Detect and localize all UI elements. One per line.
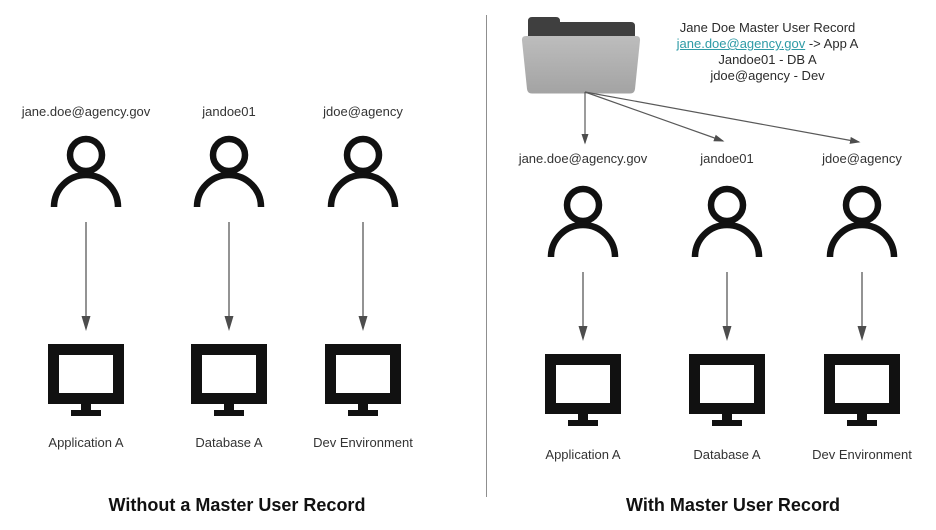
master-record-line4: jdoe@agency - Dev — [710, 68, 825, 83]
right-system-label-3: Dev Environment — [812, 447, 912, 462]
down-arrow — [224, 222, 234, 331]
monitor-icon — [325, 344, 401, 416]
user-icon — [48, 134, 124, 210]
master-record-email-link[interactable]: jane.doe@agency.gov — [676, 36, 806, 51]
panel-divider-line — [486, 15, 487, 497]
master-record-line2-suffix: -> App A — [805, 36, 859, 51]
left-system-label-2: Database A — [195, 435, 263, 450]
down-arrow — [722, 272, 732, 341]
user-icon — [824, 184, 900, 260]
right-account-label-1: jane.doe@agency.gov — [518, 151, 648, 166]
down-arrow — [358, 222, 368, 331]
monitor-icon — [48, 344, 124, 416]
right-account-label-3: jdoe@agency — [822, 151, 902, 166]
folder-icon — [521, 17, 641, 94]
monitor-icon — [689, 354, 765, 426]
master-record-line3: Jandoe01 - DB A — [718, 52, 817, 67]
user-icon — [191, 134, 267, 210]
left-panel-title: Without a Master User Record — [108, 495, 366, 515]
user-icon — [325, 134, 401, 210]
monitor-icon — [191, 344, 267, 416]
left-system-label-3: Dev Environment — [313, 435, 413, 450]
master-record-text: Jane Doe Master User Record jane.doe@age… — [645, 20, 890, 84]
left-account-label-2: jandoe01 — [202, 104, 256, 119]
monitor-icon — [545, 354, 621, 426]
left-system-label-1: Application A — [48, 435, 124, 450]
right-system-label-1: Application A — [545, 447, 621, 462]
down-arrow — [578, 272, 588, 341]
down-arrow — [81, 222, 91, 331]
monitor-icon — [824, 354, 900, 426]
master-record-line2: jane.doe@agency.gov -> App A — [645, 36, 890, 52]
fan-arrows — [581, 91, 861, 145]
right-account-label-2: jandoe01 — [700, 151, 754, 166]
down-arrow — [857, 272, 867, 341]
right-panel-title: With Master User Record — [626, 495, 840, 515]
master-record-line1: Jane Doe Master User Record — [679, 20, 856, 35]
user-icon — [689, 184, 765, 260]
right-system-label-2: Database A — [693, 447, 761, 462]
user-icon — [545, 184, 621, 260]
left-account-label-3: jdoe@agency — [323, 104, 403, 119]
left-account-label-1: jane.doe@agency.gov — [21, 104, 151, 119]
